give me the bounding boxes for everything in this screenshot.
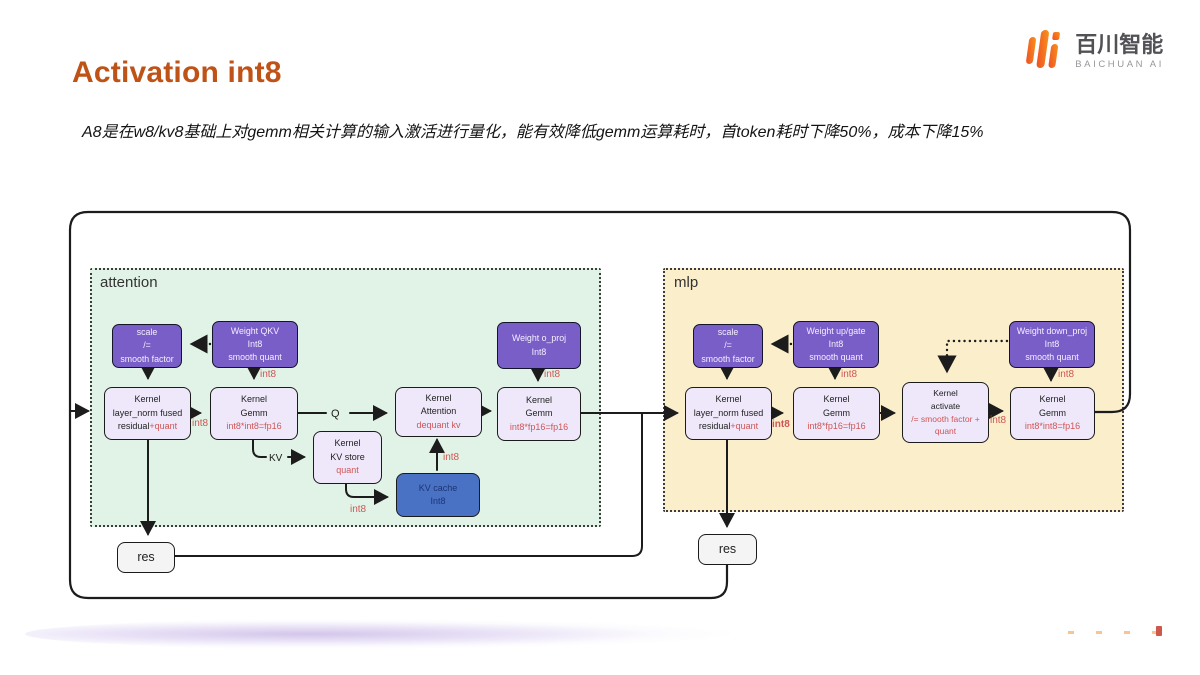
int8-label: int8 — [443, 452, 460, 463]
attention-weight-oproj-box: Weight o_proj Int8 — [497, 322, 581, 369]
int8-label-small: int8 — [990, 415, 1007, 426]
mlp-activate-kernel-box: Kernel activate /= smooth factor + quant — [902, 382, 989, 443]
mlp-weight-upgate-box: Weight up/gate Int8 smooth quant — [793, 321, 879, 368]
attention-res-box: res — [117, 542, 175, 573]
attention-kernel-box: Kernel Attention dequant kv — [395, 387, 482, 437]
int8-label: int8 — [350, 504, 367, 515]
attention-gemm-qkv-box: Kernel Gemm int8*int8=fp16 — [210, 387, 298, 440]
mlp-gemm-upgate-box: Kernel Gemm int8*fp16=fp16 — [793, 387, 880, 440]
attention-region-label: attention — [100, 274, 158, 291]
mlp-region-label: mlp — [674, 274, 699, 291]
mlp-scale-box: scale /= smooth factor — [693, 324, 763, 368]
logo-text-cn: 百川智能 — [1075, 31, 1164, 57]
int8-label-bold: int8 — [772, 419, 790, 430]
outer-loop-wire — [68, 210, 1132, 600]
int8-label: int8 — [192, 418, 209, 429]
mlp-weight-downproj-box: Weight down_proj Int8 smooth quant — [1009, 321, 1095, 368]
mlp-layernorm-kernel-box: Kernel layer_norm fused residual+quant — [685, 387, 772, 440]
kv-cache-box: KV cache Int8 — [396, 473, 480, 517]
kv-label: KV — [269, 453, 283, 464]
attention-gemm-oproj-box: Kernel Gemm int8*fp16=fp16 — [497, 387, 581, 441]
q-label: Q — [331, 408, 340, 420]
page-title: Activation int8 — [72, 56, 282, 89]
slide-subtitle: A8是在w8/kv8基础上对gemm相关计算的输入激活进行量化，能有效降低gem… — [82, 124, 984, 141]
int8-label: int8 — [544, 369, 561, 380]
downproj-to-activate-dotted-arrow — [937, 339, 1009, 374]
res1-merge-wire — [172, 413, 643, 557]
attention-layernorm-kernel-box: Kernel layer_norm fused residual+quant — [104, 387, 191, 440]
logo-text-en: BAICHUAN AI — [1075, 59, 1164, 71]
baichuan-logo: 百川智能 BAICHUAN AI — [1019, 26, 1164, 77]
red-mark-decoration — [1156, 626, 1162, 636]
baichuan-logo-icon — [1019, 26, 1065, 77]
kv-store-kernel-box: Kernel KV store quant — [313, 431, 382, 484]
mlp-res-box: res — [698, 534, 757, 565]
bottom-swoosh-decoration — [25, 616, 1035, 652]
int8-label: int8 — [1058, 369, 1075, 380]
mlp-gemm-downproj-box: Kernel Gemm int8*int8=fp16 — [1010, 387, 1095, 440]
orange-dashes-decoration — [1068, 631, 1156, 634]
int8-label: int8 — [260, 369, 277, 380]
attention-weight-qkv-box: Weight QKV Int8 smooth quant — [212, 321, 298, 368]
gemm-kv-wire — [252, 437, 267, 458]
attention-scale-box: scale /= smooth factor — [112, 324, 182, 368]
int8-label: int8 — [841, 369, 858, 380]
store-to-cache-arrow — [345, 481, 389, 505]
